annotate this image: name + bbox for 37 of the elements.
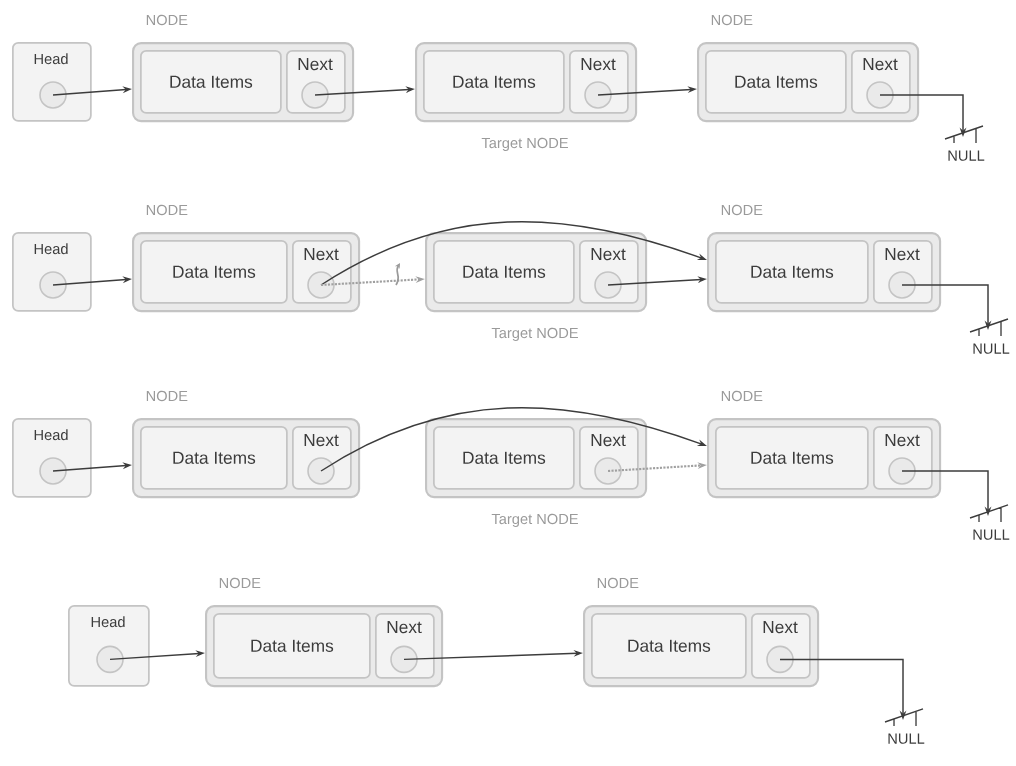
- node-label: NODE: [146, 390, 188, 402]
- data-box: Data Items: [433, 426, 575, 490]
- data-box: Data Items: [705, 50, 847, 114]
- pointer-circle: [766, 645, 794, 674]
- node-label: Target NODE: [491, 513, 578, 528]
- node-label: NODE: [721, 390, 763, 402]
- pointer-circle: [866, 81, 894, 109]
- data-box: Data Items: [433, 240, 575, 304]
- node-label: NODE: [219, 577, 261, 589]
- head-box: Head: [12, 42, 92, 122]
- head-box: Head: [68, 605, 150, 687]
- data-box: Data Items: [715, 240, 869, 304]
- data-box: Data Items: [423, 50, 565, 114]
- head-box: Head: [12, 418, 92, 498]
- data-box: Data Items: [715, 426, 869, 490]
- data-box: Data Items: [591, 613, 747, 679]
- pointer-circle: [584, 81, 612, 109]
- null-label: NULL: [973, 529, 1010, 540]
- data-box: Data Items: [140, 426, 288, 490]
- data-box: Data Items: [140, 240, 288, 304]
- node-label: Target NODE: [491, 327, 578, 342]
- node-label: NODE: [711, 14, 753, 26]
- node-label: NODE: [146, 204, 188, 216]
- node-label: NODE: [721, 204, 763, 216]
- node-label: Target NODE: [481, 137, 568, 152]
- head-box: Head: [12, 232, 92, 312]
- null-label: NULL: [973, 343, 1010, 354]
- null-label: NULL: [888, 733, 925, 744]
- pointer-circle: [39, 81, 67, 109]
- pointer-circle: [390, 645, 418, 674]
- node-label: NODE: [146, 14, 188, 26]
- pointer-circle: [96, 645, 124, 674]
- null-label: NULL: [948, 150, 985, 161]
- pointer-circle: [301, 81, 329, 109]
- data-box: Data Items: [213, 613, 371, 679]
- data-box: Data Items: [140, 50, 282, 114]
- node-label: NODE: [597, 577, 639, 589]
